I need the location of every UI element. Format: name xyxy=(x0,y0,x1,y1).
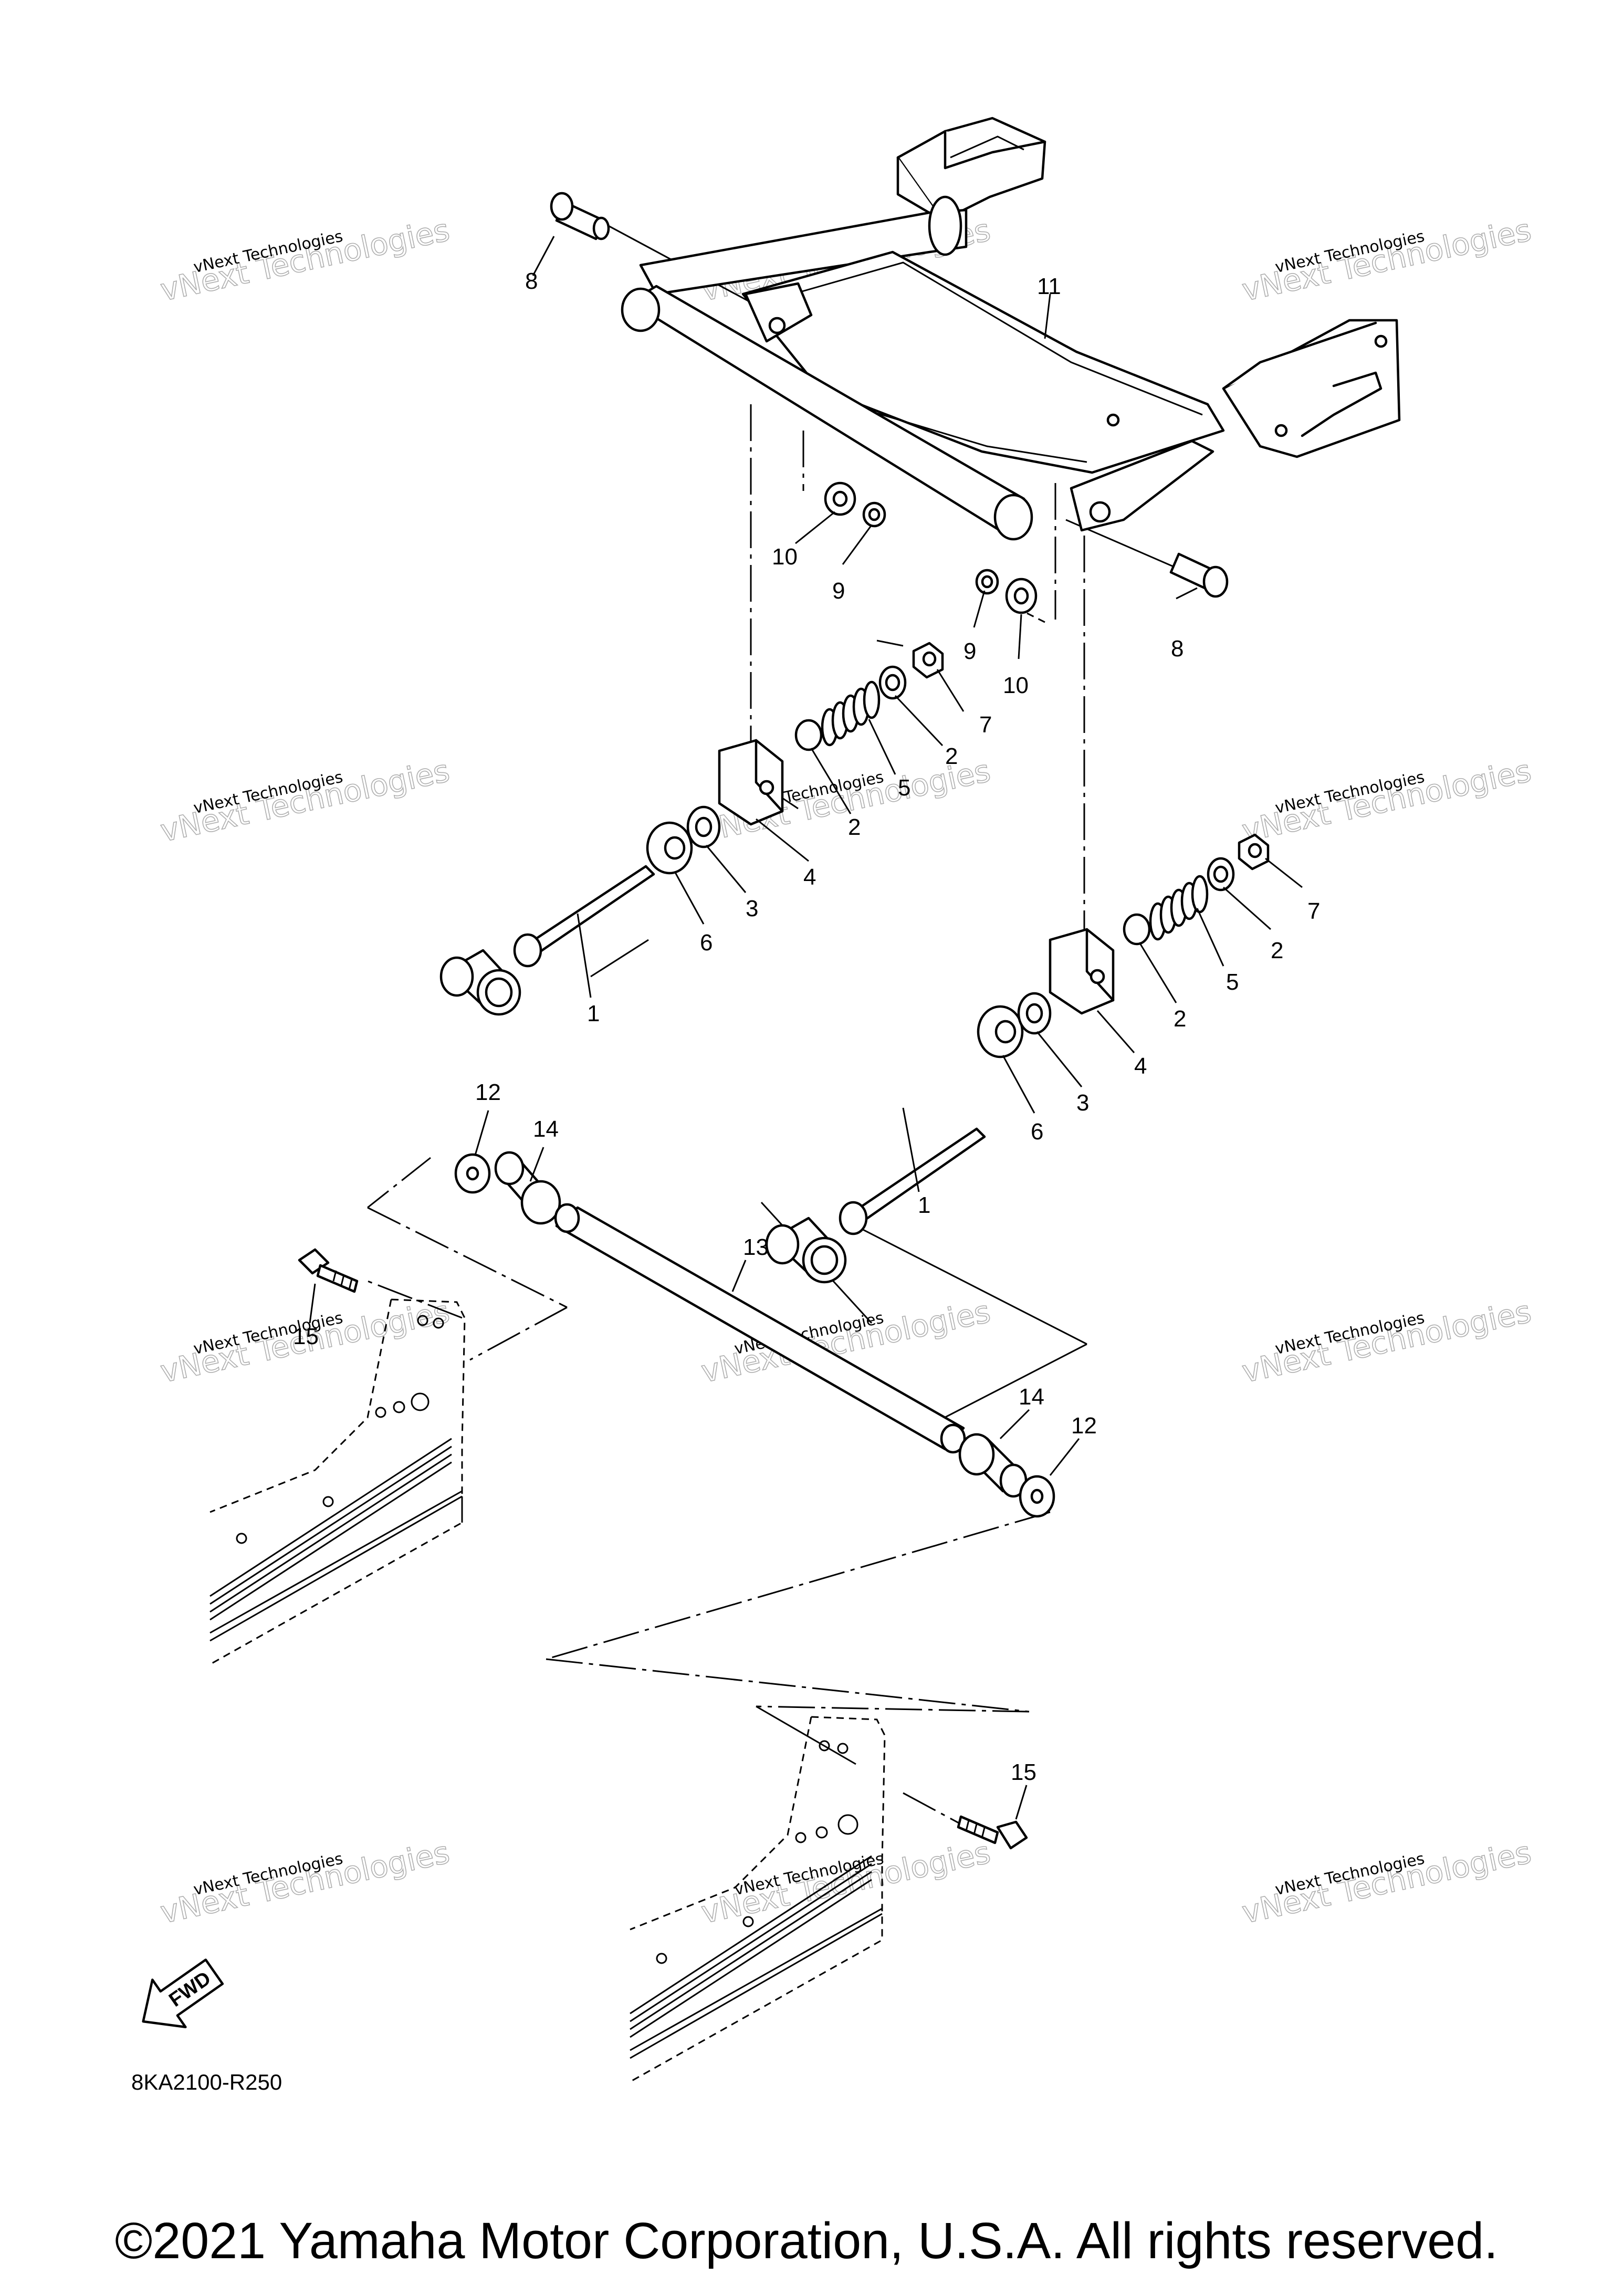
callout-14: 14 xyxy=(533,1116,559,1142)
diagram-code: 8KA2100-R250 xyxy=(131,2070,282,2094)
callout-3: 3 xyxy=(1076,1090,1089,1116)
callout-14: 14 xyxy=(1019,1384,1044,1410)
washer-10-right xyxy=(1005,578,1038,614)
callout-6: 6 xyxy=(700,930,713,956)
callout-4: 4 xyxy=(803,864,816,890)
callout-1: 1 xyxy=(918,1192,930,1218)
callout-12: 12 xyxy=(1071,1413,1097,1439)
callout-7: 7 xyxy=(1307,898,1320,924)
callout-9: 9 xyxy=(832,578,845,604)
watermarks: vNext Technologies vNext Technologies vN… xyxy=(157,212,1535,1931)
clip-9-left xyxy=(862,501,886,528)
callout-3: 3 xyxy=(746,896,758,921)
callout-2: 2 xyxy=(848,814,861,840)
shaft-assembly xyxy=(454,1151,1055,1518)
callout-10: 10 xyxy=(1003,673,1029,698)
callout-5: 5 xyxy=(1226,969,1239,995)
callout-11: 11 xyxy=(1037,274,1061,299)
callout-labels: 8 11 10 9 9 10 8 7 2 5 2 4 3 6 1 7 2 5 2… xyxy=(293,268,1320,1785)
callout-6: 6 xyxy=(1031,1119,1043,1145)
pin-upper-left xyxy=(550,192,610,240)
track-rail-left xyxy=(210,1298,466,1665)
callout-8: 8 xyxy=(525,268,538,294)
copyright-notice: ©2021 Yamaha Motor Corporation, U.S.A. A… xyxy=(114,2212,1499,2269)
callout-13: 13 xyxy=(743,1234,769,1260)
callout-2: 2 xyxy=(1271,938,1283,963)
spring-upper xyxy=(821,680,881,747)
washer-10-left xyxy=(824,481,856,516)
lower-spring-assembly xyxy=(765,833,1270,1284)
leader-lines xyxy=(309,236,1303,1820)
arrow-icon xyxy=(142,1958,224,2029)
callout-8: 8 xyxy=(1171,636,1183,662)
callout-15: 15 xyxy=(1011,1759,1036,1785)
callout-9: 9 xyxy=(963,638,976,664)
callout-15: 15 xyxy=(293,1324,319,1349)
callout-4: 4 xyxy=(1134,1053,1147,1079)
spring-lower xyxy=(1149,875,1209,941)
callout-12: 12 xyxy=(475,1079,501,1105)
upper-spring-assembly xyxy=(439,642,944,1016)
track-rail-right xyxy=(630,1716,886,2083)
callout-10: 10 xyxy=(772,544,798,570)
callout-5: 5 xyxy=(898,775,910,801)
bolt-15-left xyxy=(298,1248,359,1293)
callout-2: 2 xyxy=(1174,1006,1186,1032)
callout-1: 1 xyxy=(587,1001,600,1026)
hardware xyxy=(550,192,1229,614)
bolt-15-right xyxy=(957,1815,1028,1850)
clip-9-right xyxy=(975,569,999,595)
fwd-arrow: FWD xyxy=(142,1958,224,2029)
cross-member-frame xyxy=(621,117,1401,541)
pin-right xyxy=(1169,552,1229,598)
callout-7: 7 xyxy=(979,712,992,738)
callout-2: 2 xyxy=(945,743,958,769)
